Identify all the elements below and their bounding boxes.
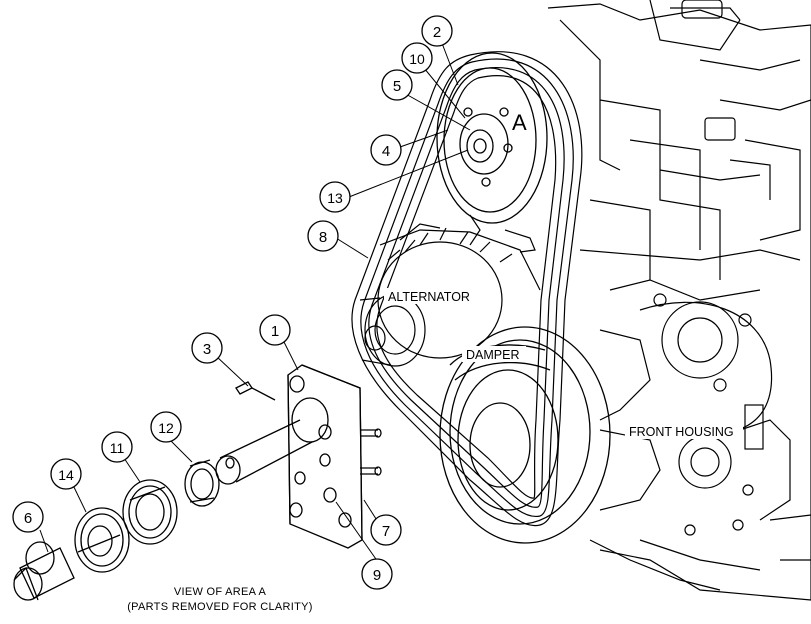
component-labels: A ALTERNATOR DAMPER FRONT HOUSING (384, 110, 743, 439)
callout-6: 6 (12, 501, 44, 533)
callout-13-text: 13 (327, 190, 343, 206)
idler-assembly (13, 364, 382, 601)
callout-7: 7 (370, 514, 402, 546)
callout-14: 14 (50, 458, 82, 490)
alternator-label-bg (384, 288, 480, 304)
callout-1-text: 1 (271, 323, 279, 340)
callout-12-text: 12 (158, 420, 174, 436)
callout-9-text: 9 (373, 567, 381, 584)
leader-lines (39, 37, 471, 563)
callout-1: 1 (259, 314, 291, 346)
callout-14-text: 14 (58, 467, 74, 483)
callout-9: 9 (361, 558, 393, 590)
engine-block (547, 0, 811, 601)
callout-12: 12 (150, 411, 182, 443)
callout-11: 11 (101, 431, 133, 463)
callout-8: 8 (307, 220, 339, 252)
callout-4: 4 (370, 134, 402, 166)
front-housing-label-bg (625, 422, 743, 439)
front-housing-label: FRONT HOUSING (629, 425, 734, 439)
callout-10: 10 (401, 42, 433, 74)
callout-2-text: 2 (433, 24, 441, 41)
callout-8-text: 8 (319, 229, 327, 246)
callout-6-text: 6 (24, 510, 32, 527)
callout-11-text: 11 (110, 440, 125, 456)
damper-label: DAMPER (466, 348, 519, 362)
callout-7-text: 7 (382, 523, 390, 540)
area-a-marker: A (512, 110, 527, 135)
caption-line-1: VIEW OF AREA A (173, 586, 267, 598)
callout-13: 13 (319, 181, 351, 213)
callout-3-text: 3 (203, 341, 211, 358)
callout-10-text: 10 (409, 51, 425, 67)
alternator-label: ALTERNATOR (388, 290, 470, 304)
fan-pulley (436, 52, 548, 224)
damper-pulley (439, 326, 611, 544)
callout-2: 2 (421, 15, 453, 47)
callouts: 2 10 5 4 13 8 1 3 (12, 15, 453, 590)
callout-4-text: 4 (382, 143, 390, 160)
caption-line-2: (PARTS REMOVED FOR CLARITY) (127, 601, 313, 613)
callout-5: 5 (381, 69, 413, 101)
alternator (359, 214, 541, 367)
callout-5-text: 5 (393, 78, 401, 95)
drive-belt (351, 51, 583, 527)
damper-label-bg (462, 346, 526, 362)
callout-3: 3 (191, 332, 223, 364)
